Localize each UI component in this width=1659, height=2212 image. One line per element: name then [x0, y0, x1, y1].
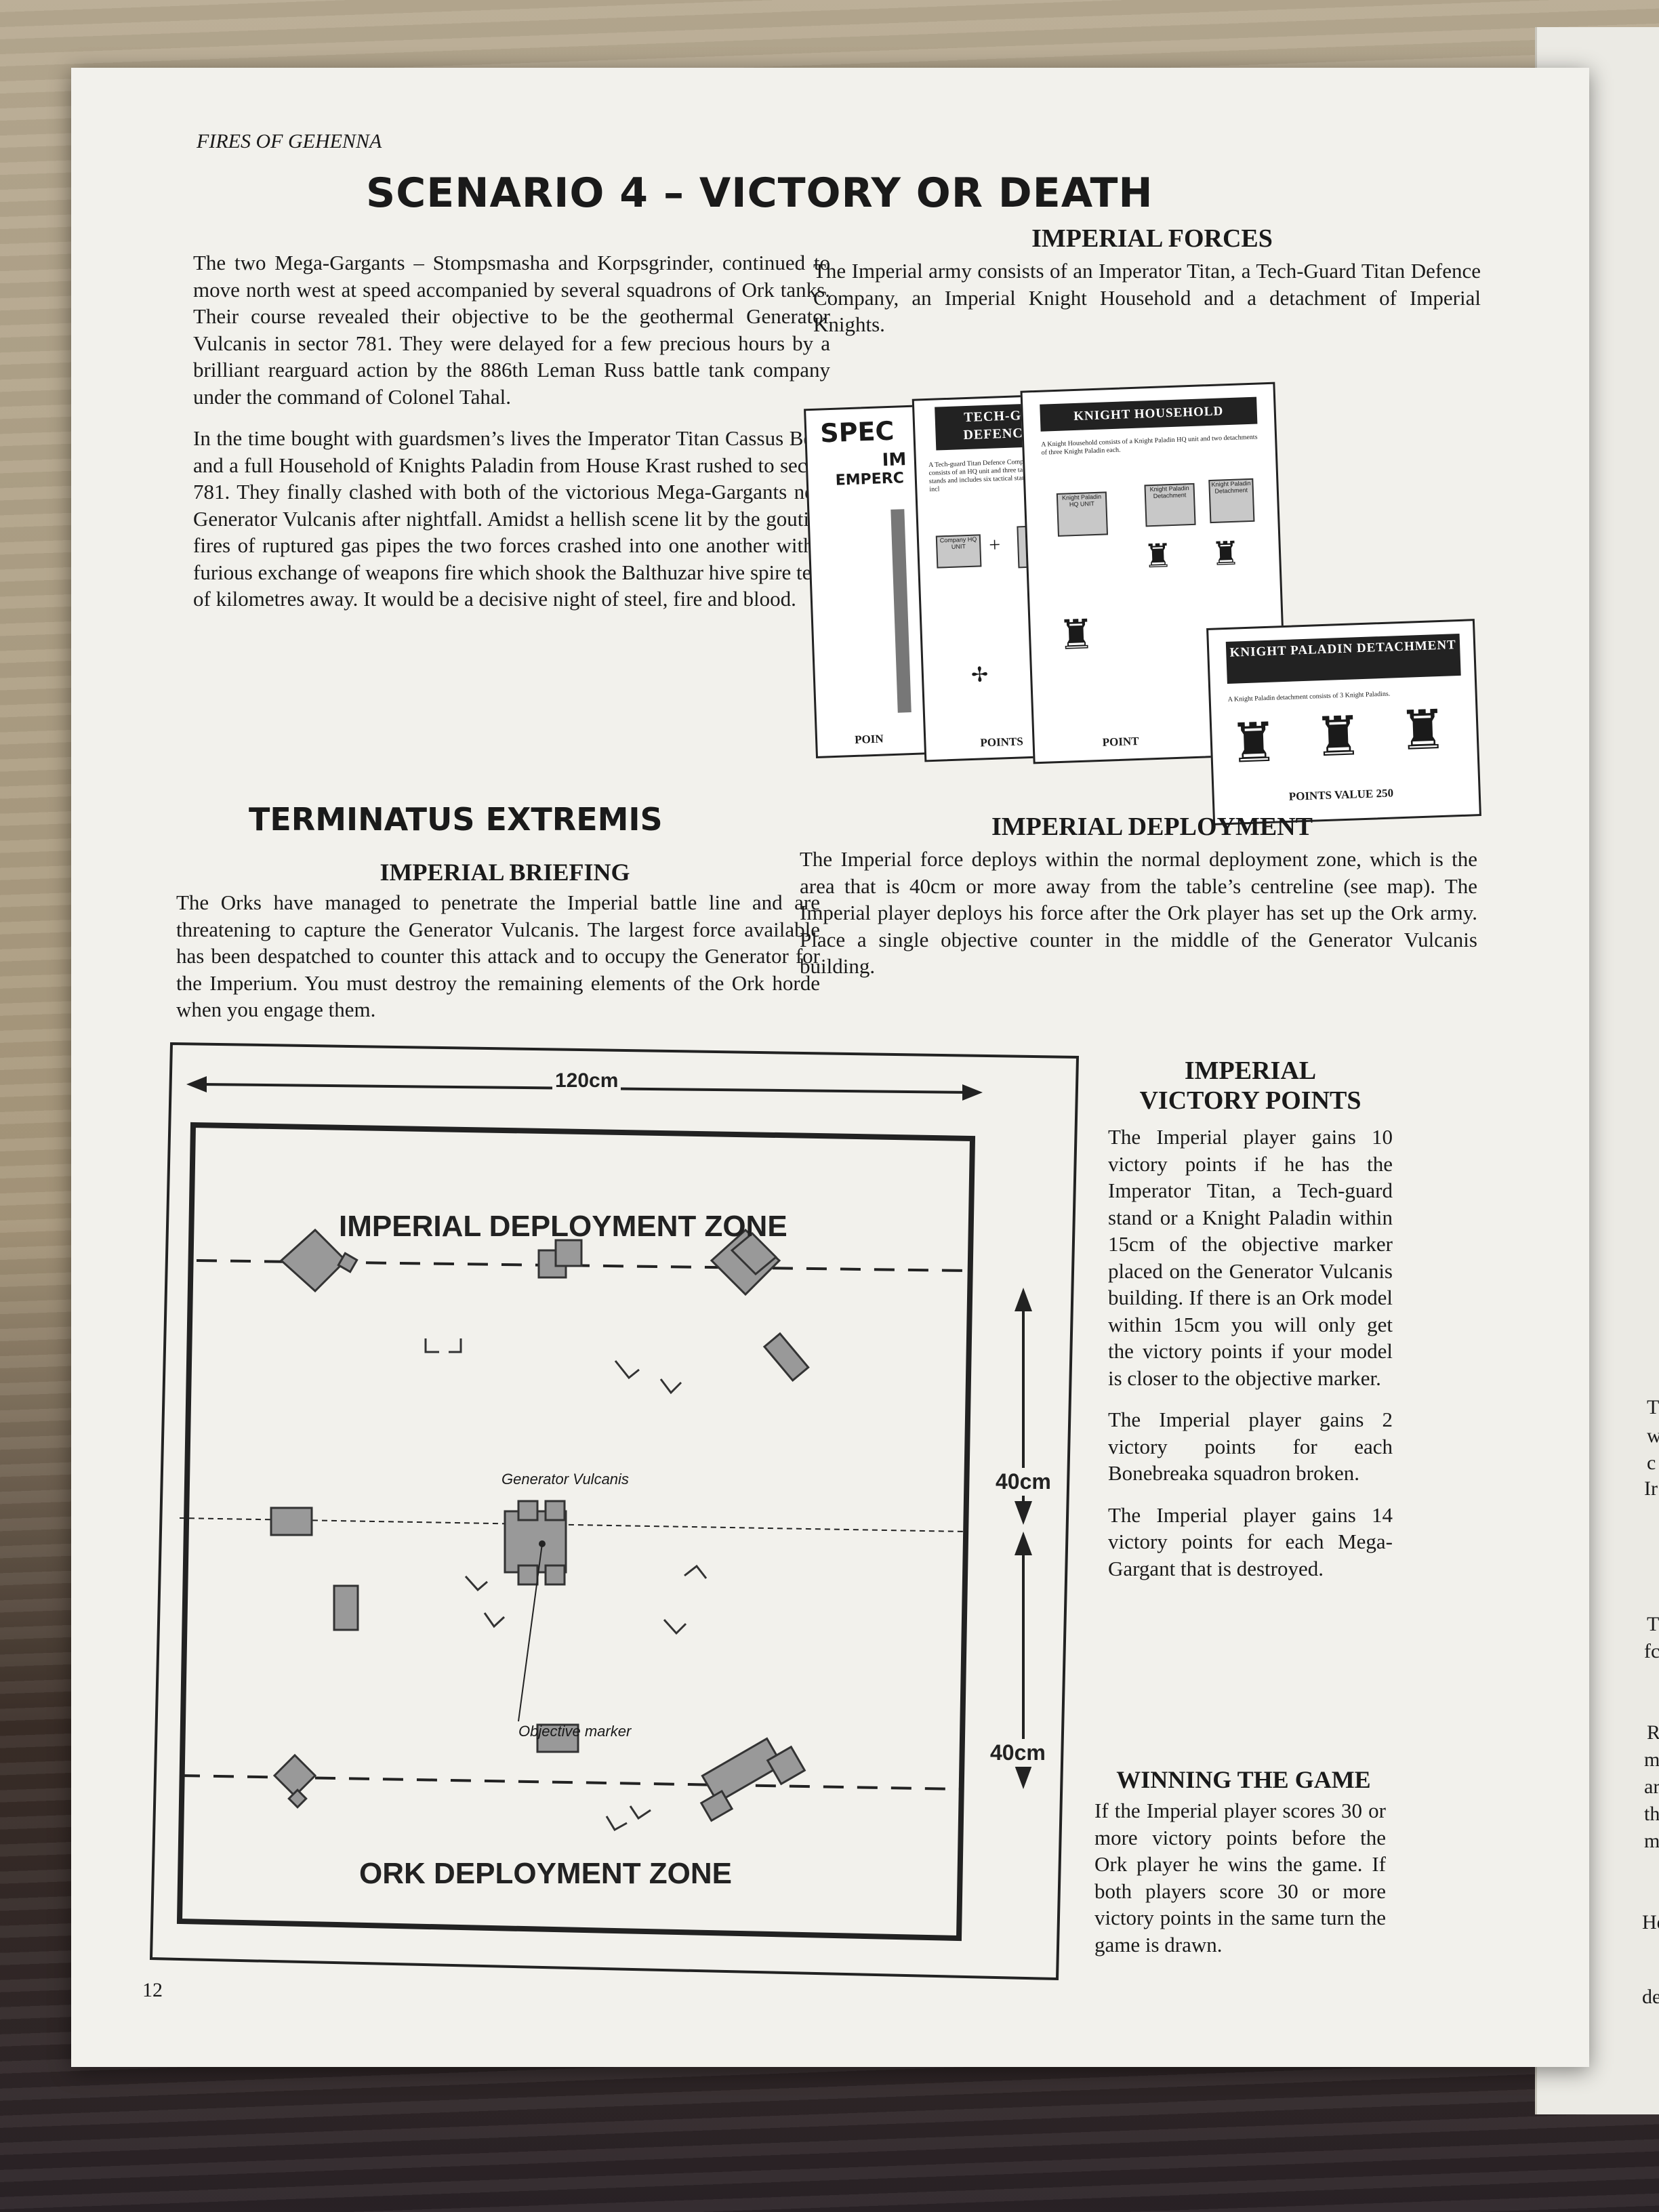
deployment-column: The Imperial force deploys within the no…	[800, 846, 1477, 995]
knight-icon: ♜	[1313, 707, 1364, 769]
next-page-fragment: th	[1644, 1803, 1659, 1825]
victory-text: The Imperial player gains 2 victory poin…	[1108, 1408, 1393, 1485]
next-page-fragment: m	[1644, 1830, 1659, 1852]
card-title: SPEC	[819, 415, 895, 449]
forces-text: The Imperial army consists of an Imperat…	[813, 259, 1481, 336]
next-page-fragment: c	[1647, 1452, 1656, 1474]
deployment-text: The Imperial force deploys within the no…	[800, 847, 1477, 978]
tank-icon: ✢	[970, 663, 989, 687]
next-page-fragment: w	[1647, 1425, 1659, 1447]
card-footer: POINTS	[980, 735, 1024, 750]
titan-silhouette-icon	[890, 509, 912, 713]
briefing-heading: IMPERIAL BRIEFING	[380, 859, 630, 886]
next-page-fragment: T	[1647, 1613, 1659, 1635]
running-header: FIRES OF GEHENNA	[197, 130, 382, 152]
map-graphic	[149, 1042, 1080, 1981]
victory-heading: IMPERIAL VICTORY POINTS	[1101, 1056, 1399, 1115]
knight-icon: ♜	[1397, 700, 1448, 762]
next-page-fragment: ar	[1644, 1776, 1659, 1798]
next-page-fragment: m	[1644, 1748, 1659, 1771]
deployment-heading: IMPERIAL DEPLOYMENT	[991, 813, 1313, 841]
depth-label-upper: 40cm	[993, 1468, 1054, 1496]
intro-paragraph: The two Mega-Gargants – Stompsmasha and …	[193, 251, 830, 409]
briefing-text: The Orks have managed to penetrate the I…	[176, 890, 820, 1021]
book-page: FIRES OF GEHENNA SCENARIO 4 – VICTORY OR…	[71, 68, 1589, 2067]
knight-icon: ♜	[1057, 612, 1096, 658]
page-number: 12	[142, 1979, 163, 2001]
card-title: KNIGHT PALADIN DETACHMENT	[1225, 633, 1461, 684]
card-subtitle: EMPERC	[835, 470, 905, 489]
forces-column: The Imperial army consists of an Imperat…	[813, 258, 1481, 353]
next-page-fragment: R	[1647, 1721, 1659, 1744]
next-page-fragment: T	[1647, 1396, 1659, 1418]
winning-text: If the Imperial player scores 30 or more…	[1094, 1799, 1386, 1957]
forces-heading: IMPERIAL FORCES	[1031, 224, 1273, 253]
victory-heading-line: VICTORY POINTS	[1139, 1086, 1361, 1115]
card-footer: POINTS VALUE 250	[1288, 786, 1394, 803]
knight-icon: ♜	[1143, 538, 1174, 575]
imperial-zone-label: IMPERIAL DEPLOYMENT ZONE	[339, 1210, 787, 1243]
next-page-fragment: fc	[1644, 1640, 1659, 1662]
victory-text: The Imperial player gains 10 victory poi…	[1108, 1125, 1393, 1390]
victory-column: The Imperial player gains 10 victory poi…	[1108, 1124, 1393, 1597]
generator-label: Generator Vulcanis	[501, 1471, 629, 1488]
briefing-column: The Orks have managed to penetrate the I…	[176, 889, 820, 1038]
map-width-label: 120cm	[552, 1069, 621, 1092]
card-footer: POINT	[1102, 734, 1139, 749]
ork-zone-label: ORK DEPLOYMENT ZONE	[359, 1857, 733, 1890]
intro-column: The two Mega-Gargants – Stompsmasha and …	[193, 249, 830, 628]
victory-heading-line: IMPERIAL	[1184, 1057, 1317, 1085]
winning-heading: WINNING THE GAME	[1116, 1766, 1371, 1793]
depth-label-lower: 40cm	[987, 1739, 1048, 1767]
battle-map: 120cm IMPERIAL DEPLOYMENT ZONE ORK DEPLO…	[71, 1037, 1128, 1999]
card-subtitle: IM	[882, 449, 907, 471]
knight-icon: ♜	[1210, 535, 1242, 573]
card-text: A Knight Household consists of a Knight …	[1041, 433, 1258, 457]
scenario-title: SCENARIO 4 – VICTORY OR DEATH	[366, 169, 1153, 217]
army-card-knight-paladin-detachment: KNIGHT PALADIN DETACHMENT A Knight Palad…	[1206, 619, 1481, 825]
next-page-fragment: de	[1642, 1986, 1659, 2008]
section-heading-terminatus: TERMINATUS EXTREMIS	[249, 801, 663, 838]
card-footer: POIN	[854, 732, 884, 746]
army-cards-illustration: SPEC IM EMPERC POIN TECH-G DEFENC A Tech…	[804, 373, 1488, 847]
next-page-fragment: Ir	[1644, 1477, 1658, 1500]
winning-column: If the Imperial player scores 30 or more…	[1094, 1797, 1386, 1973]
card-unit-box: Knight Paladin Detachment	[1208, 478, 1255, 524]
victory-text: The Imperial player gains 14 victory poi…	[1108, 1502, 1393, 1580]
knight-icon: ♜	[1228, 713, 1279, 775]
intro-paragraph: In the time bought with guardsmen’s live…	[193, 426, 830, 611]
card-unit-box: Knight Paladin Detachment	[1144, 483, 1196, 527]
card-unit-box: Knight Paladin HQ UNIT	[1056, 491, 1108, 537]
objective-label: Objective marker	[518, 1723, 632, 1740]
plus-sign: +	[988, 533, 1001, 556]
next-page-fragment: He	[1642, 1911, 1659, 1933]
card-unit-box: Company HQ UNIT	[935, 534, 982, 569]
card-title: KNIGHT HOUSEHOLD	[1040, 396, 1258, 432]
